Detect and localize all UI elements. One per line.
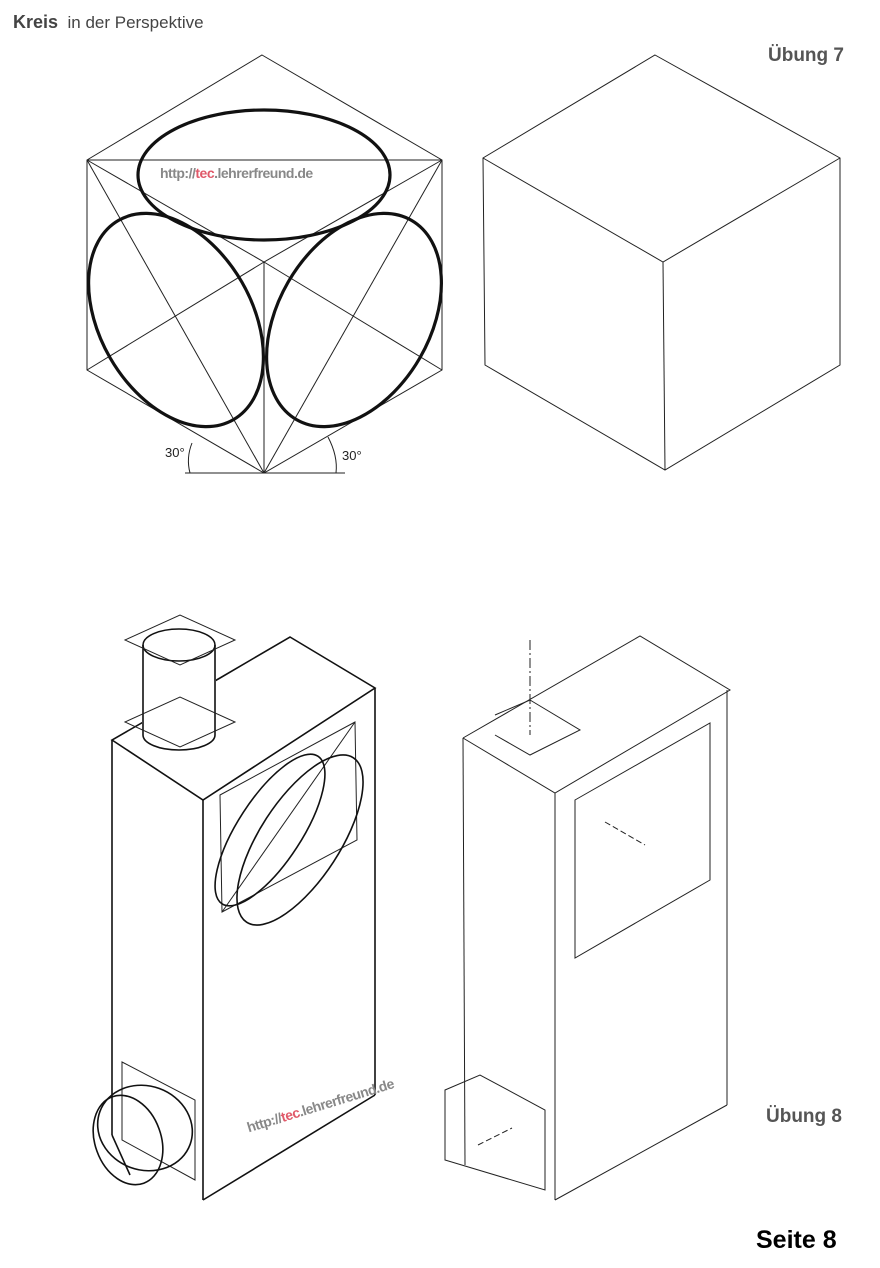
watermark-top: http://tec.lehrerfreund.de xyxy=(160,165,313,181)
angle-left-label: 30° xyxy=(165,445,185,460)
exercise-8-box xyxy=(444,635,731,1201)
title-bold: Kreis xyxy=(13,12,59,32)
exercise-8-label: Übung 8 xyxy=(766,1106,842,1127)
right-ellipse xyxy=(265,211,443,429)
page-number: Seite 8 xyxy=(756,1226,837,1254)
exercise-7-cube xyxy=(482,54,841,471)
exercise-7-label: Übung 7 xyxy=(768,45,844,66)
title-rest: in der Perspektive xyxy=(67,13,204,32)
left-ellipse xyxy=(87,211,265,429)
example-box xyxy=(92,614,377,1201)
angle-right-label: 30° xyxy=(342,448,362,463)
top-ellipse xyxy=(136,108,392,242)
example-cube-circles: 30° 30° xyxy=(86,54,443,474)
page-title: Kreis in der Perspektive xyxy=(13,12,204,33)
